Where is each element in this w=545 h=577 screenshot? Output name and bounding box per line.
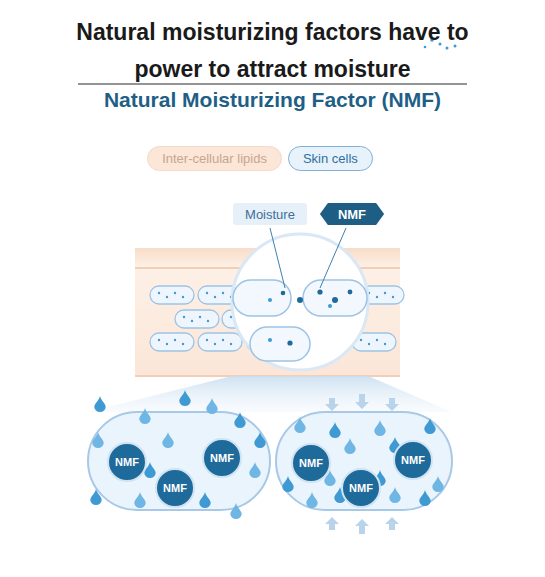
title: Natural moisturizing factors have to pow… — [40, 14, 505, 88]
water-drop — [254, 432, 265, 448]
nmf-text: NMF — [115, 456, 139, 468]
nmf-circle: NMF — [393, 440, 433, 480]
tag-text: NMF — [338, 207, 366, 222]
nmf-text: NMF — [401, 454, 425, 466]
water-drop — [389, 487, 400, 503]
legend-text: Skin cells — [303, 151, 358, 166]
nmf-text: NMF — [299, 457, 323, 469]
moisture-dot — [191, 320, 193, 322]
moisture-dot — [222, 292, 224, 294]
nmf-circle: NMF — [202, 438, 242, 478]
water-drop — [282, 476, 293, 492]
moisture-dot — [174, 292, 176, 294]
moisture-dot — [360, 339, 362, 341]
water-drop — [294, 417, 305, 433]
nmf-text: NMF — [210, 452, 234, 464]
water-drop — [199, 492, 210, 508]
moisture-dot — [174, 339, 176, 341]
moisture-dot — [384, 292, 386, 294]
moisture-dot — [166, 296, 168, 298]
legend-swatch: Skin cells — [288, 146, 373, 171]
skin-cell — [175, 310, 219, 328]
water-drop — [92, 432, 103, 448]
moisture-dot — [376, 339, 378, 341]
moisture-dot — [230, 316, 232, 318]
nmf-circle: NMF — [341, 468, 381, 508]
water-drop — [419, 490, 430, 506]
moisture-dot — [182, 296, 184, 298]
callout-tag: Moisture — [233, 203, 307, 225]
water-drop — [134, 492, 145, 508]
callout-tag: NMF — [320, 203, 384, 225]
skin-cell — [198, 333, 242, 351]
subtitle: Natural Moisturizing Factor (NMF) — [0, 88, 545, 112]
nmf-text: NMF — [349, 482, 373, 494]
nmf-circle: NMF — [107, 442, 147, 482]
moisture-dot — [230, 343, 232, 345]
water-drop — [306, 492, 317, 508]
moisture-dot — [222, 339, 224, 341]
moisture-dot — [183, 316, 185, 318]
moisture-dot — [214, 296, 216, 298]
water-drop — [424, 418, 435, 434]
moisture-dot — [368, 343, 370, 345]
skin-cell — [150, 333, 194, 351]
water-drop — [374, 420, 385, 436]
water-drop — [139, 408, 150, 424]
moisture-dot — [206, 339, 208, 341]
moisture-dot — [158, 292, 160, 294]
water-drop — [329, 422, 340, 438]
water-drop — [90, 489, 101, 505]
nmf-circle: NMF — [291, 443, 331, 483]
water-drop — [162, 432, 173, 448]
nmf-circle: NMF — [155, 468, 195, 508]
water-drop — [234, 412, 245, 428]
legend-text: Inter-cellular lipids — [162, 151, 267, 166]
moisture-dot — [199, 316, 201, 318]
moisture-dot — [182, 343, 184, 345]
water-drop — [230, 503, 241, 519]
nmf-text: NMF — [163, 482, 187, 494]
moisture-dot — [206, 292, 208, 294]
moisture-dot — [392, 296, 394, 298]
water-drop — [94, 396, 105, 412]
moisture-dot — [376, 296, 378, 298]
moisture-dot — [207, 320, 209, 322]
legend-swatch: Inter-cellular lipids — [147, 146, 282, 171]
water-drop — [432, 476, 443, 492]
water-drop — [179, 390, 190, 406]
moisture-dot — [158, 339, 160, 341]
moisture-dot — [166, 343, 168, 345]
water-drop — [206, 398, 217, 414]
moisture-dot — [214, 343, 216, 345]
tag-text: Moisture — [245, 207, 295, 222]
water-drop — [344, 438, 355, 454]
skin-cell — [150, 286, 194, 304]
water-drop — [249, 462, 260, 478]
moisture-dot — [384, 343, 386, 345]
